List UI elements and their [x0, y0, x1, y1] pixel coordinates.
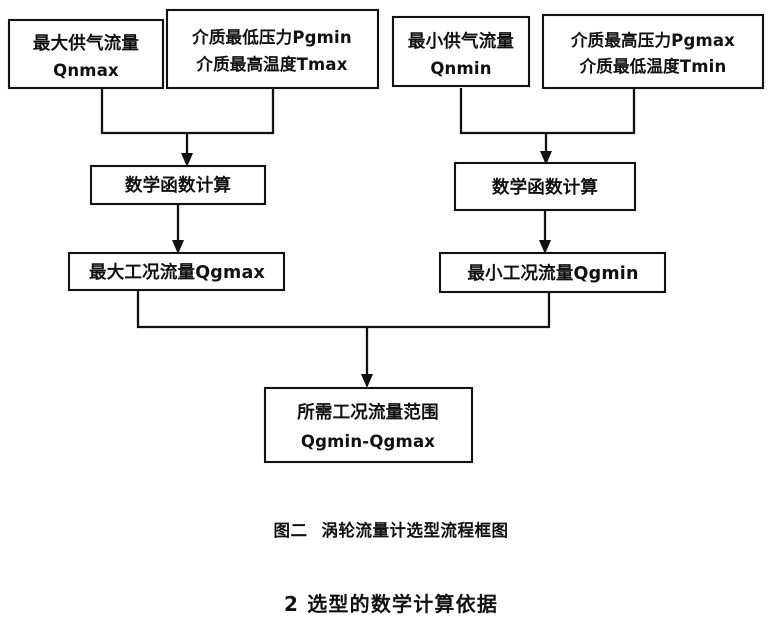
node-max-supply-flow-line2: Qnmax: [53, 61, 119, 80]
node-max-pressure-min-temp: 介质最高压力Pgmax 介质最低温度Tmin: [541, 13, 765, 90]
node-min-supply-flow-line1: 最小供气流量: [408, 31, 514, 52]
node-max-pressure-min-temp-line2: 介质最低温度Tmin: [579, 56, 727, 76]
connector-final-merge-bus: [136, 290, 551, 329]
node-min-supply-flow: 最小供气流量 Qnmin: [391, 15, 531, 88]
connector-right-inputs-to-math: [459, 88, 636, 165]
node-max-supply-flow-line1: 最大供气流量: [33, 33, 139, 54]
node-math-calc-right-box: [453, 161, 637, 212]
connector-right-math-to-qgmin: [539, 210, 551, 254]
connector-right-merge-bus: [459, 88, 636, 135]
node-max-supply-flow: 最大供气流量 Qnmax: [7, 18, 165, 90]
node-max-supply-flow-box: [7, 18, 165, 90]
section-heading: 2 选型的数学计算依据: [283, 592, 499, 616]
node-final-range: 所需工况流量范围 Qgmin-Qgmax: [263, 386, 474, 464]
connector-left-math-to-qgmax: [172, 203, 184, 254]
arrow-head-qgmax: [172, 240, 184, 254]
node-qgmax-result-label: 最大工况流量Qgmax: [89, 262, 265, 283]
node-max-pressure-min-temp-box: [541, 13, 765, 90]
arrow-head-final: [361, 374, 373, 388]
node-min-supply-flow-box: [391, 15, 531, 88]
figure-caption-number: 图二: [273, 521, 308, 540]
connector-left-inputs-to-math: [100, 88, 275, 167]
node-qgmax-result-box: [67, 251, 286, 292]
node-math-calc-left-label: 数学函数计算: [125, 175, 231, 196]
arrow-head-qgmin: [539, 240, 551, 254]
node-math-calc-right: 数学函数计算: [453, 161, 637, 212]
node-math-calc-left-box: [89, 164, 267, 206]
node-qgmin-result: 最小工况流量Qgmin: [438, 251, 667, 294]
node-final-range-line1: 所需工况流量范围: [297, 402, 439, 423]
node-final-range-line2: Qgmin-Qgmax: [301, 432, 435, 451]
node-qgmin-result-box: [438, 251, 667, 294]
arrow-head-left-math: [181, 153, 193, 167]
node-min-pressure-max-temp-box: [165, 8, 380, 90]
figure-caption: 图二涡轮流量计选型流程框图: [0, 517, 782, 541]
node-math-calc-right-label: 数学函数计算: [492, 177, 598, 198]
node-qgmax-result: 最大工况流量Qgmax: [67, 251, 286, 292]
node-min-pressure-max-temp: 介质最低压力Pgmin 介质最高温度Tmax: [165, 8, 380, 90]
figure-caption-title: 涡轮流量计选型流程框图: [321, 521, 509, 540]
connector-left-merge-bus: [100, 88, 275, 135]
node-max-pressure-min-temp-line1: 介质最高压力Pgmax: [570, 30, 735, 50]
node-final-range-box: [263, 386, 474, 464]
arrow-head-right-math: [540, 151, 552, 165]
node-min-pressure-max-temp-line1: 介质最低压力Pgmin: [191, 27, 352, 47]
node-qgmin-result-label: 最小工况流量Qgmin: [467, 263, 638, 284]
node-math-calc-left: 数学函数计算: [89, 164, 267, 206]
node-min-supply-flow-line2: Qnmin: [430, 59, 491, 78]
node-min-pressure-max-temp-line2: 介质最高温度Tmax: [195, 54, 347, 74]
connector-results-to-final: [136, 290, 551, 388]
